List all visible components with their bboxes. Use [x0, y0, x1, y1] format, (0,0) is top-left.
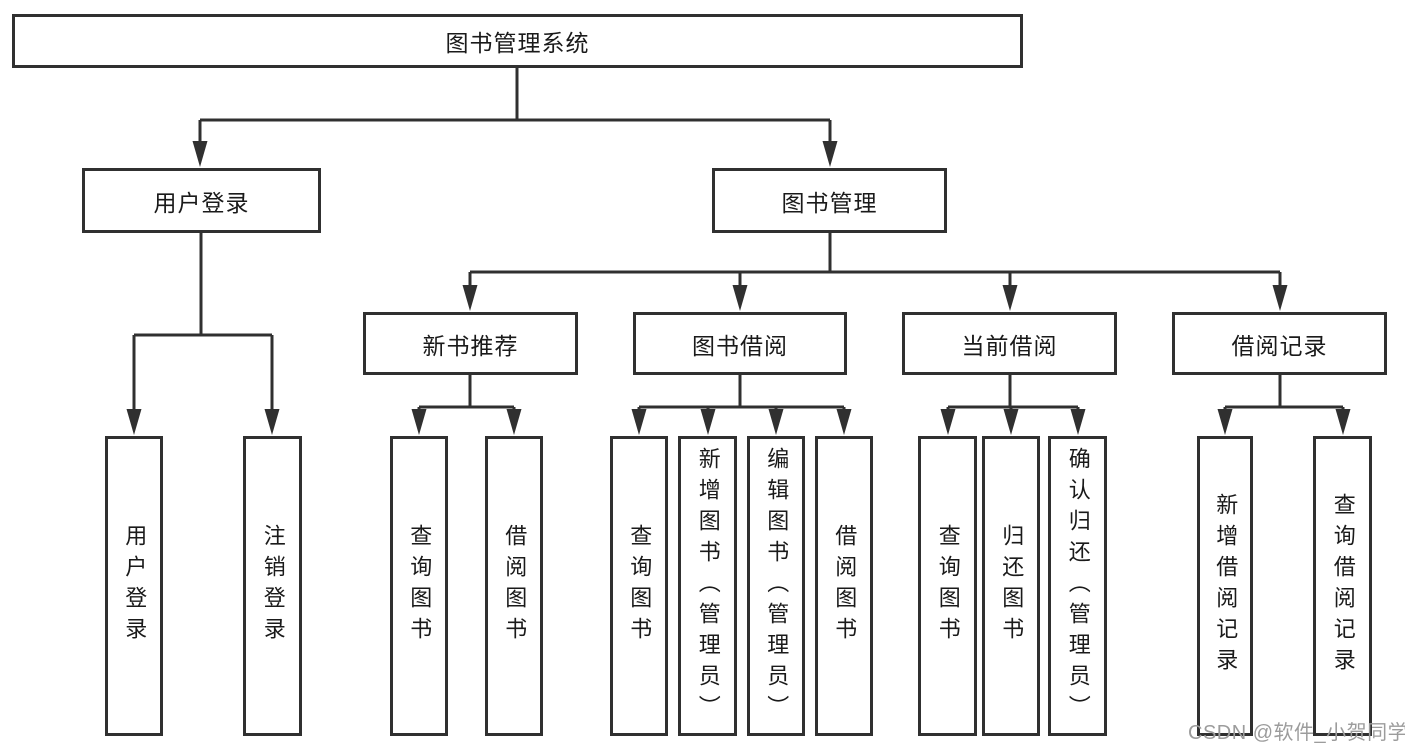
- leaf-label: 归还图书: [999, 524, 1025, 648]
- leaf-label: 查询图书: [407, 524, 433, 648]
- node-label: 新书推荐: [422, 332, 519, 359]
- leaf-user-login: 用户登录: [105, 436, 163, 736]
- node-new-book-recommendation: 新书推荐: [363, 312, 578, 375]
- node-label: 借阅记录: [1231, 332, 1328, 359]
- node-label: 当前借阅: [961, 332, 1058, 359]
- leaf-label: 查询图书: [627, 524, 653, 648]
- node-book-management: 图书管理: [712, 168, 947, 233]
- leaf-query-books-borrowing: 查询图书: [610, 436, 668, 736]
- node-current-borrowing: 当前借阅: [902, 312, 1117, 375]
- csdn-watermark: CSDN @软件_小贺同学: [1188, 722, 1405, 744]
- edge-root-to-level2: [192, 68, 838, 167]
- node-label: 用户登录: [153, 189, 250, 216]
- node-user-login: 用户登录: [82, 168, 321, 233]
- edge-current-borrow-to-leaves: [940, 375, 1086, 435]
- leaf-edit-books-admin: 编辑图书（管理员）: [747, 436, 805, 736]
- leaf-borrow-books-recommend: 借阅图书: [485, 436, 543, 736]
- leaf-query-borrow-record: 查询借阅记录: [1313, 436, 1372, 736]
- leaf-label: 借阅图书: [502, 524, 528, 648]
- node-label: 图书管理: [781, 189, 878, 216]
- leaf-label: 查询借阅记录: [1330, 493, 1356, 679]
- edge-book-mgmt-to-level3: [462, 232, 1288, 311]
- leaf-label: 借阅图书: [832, 524, 858, 648]
- leaf-label: 查询图书: [935, 524, 961, 648]
- leaf-return-books: 归还图书: [982, 436, 1040, 736]
- node-label: 图书管理系统: [445, 30, 590, 56]
- edge-user-login-to-leaves: [126, 233, 280, 435]
- leaf-query-books-current: 查询图书: [918, 436, 977, 736]
- leaf-label: 用户登录: [122, 524, 148, 648]
- edge-new-books-to-leaves: [411, 375, 522, 435]
- leaf-query-books-recommend: 查询图书: [390, 436, 448, 736]
- edge-book-borrow-to-leaves: [631, 375, 852, 435]
- node-label: 图书借阅: [692, 332, 788, 359]
- node-library-management-system: 图书管理系统: [12, 14, 1023, 68]
- leaf-add-books-admin: 新增图书（管理员）: [678, 436, 737, 736]
- leaf-label: 新增借阅记录: [1213, 493, 1239, 679]
- leaf-label: 新增图书（管理员）: [695, 446, 721, 726]
- leaf-confirm-return-admin: 确认归还（管理员）: [1048, 436, 1107, 736]
- leaf-borrow-books: 借阅图书: [815, 436, 873, 736]
- leaf-label: 编辑图书（管理员）: [764, 446, 790, 726]
- edge-borrow-records-to-leaves: [1217, 375, 1351, 435]
- node-book-borrowing: 图书借阅: [633, 312, 847, 375]
- leaf-label: 确认归还（管理员）: [1065, 446, 1091, 726]
- leaf-logout: 注销登录: [243, 436, 302, 736]
- leaf-label: 注销登录: [260, 524, 286, 648]
- node-borrowing-records: 借阅记录: [1172, 312, 1387, 375]
- leaf-add-borrow-record: 新增借阅记录: [1197, 436, 1253, 736]
